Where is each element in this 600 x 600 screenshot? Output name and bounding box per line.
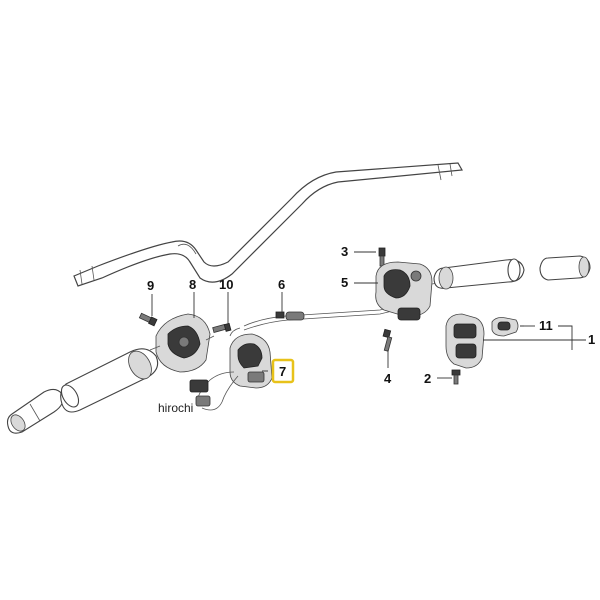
screw-3 xyxy=(378,247,386,267)
left-bar-end-weight xyxy=(6,388,64,434)
screw-10 xyxy=(212,322,232,333)
throttle-cable xyxy=(229,297,431,337)
callout-4: 4 xyxy=(384,371,392,386)
watermark-text: hirochi xyxy=(158,401,193,415)
callout-6: 6 xyxy=(278,277,285,292)
screw-9 xyxy=(138,312,158,327)
screw-2 xyxy=(451,369,461,385)
right-grip xyxy=(433,258,525,290)
button-11 xyxy=(491,317,519,337)
right-switch-housing xyxy=(375,261,445,321)
left-switch-cover xyxy=(229,333,273,389)
callout-5: 5 xyxy=(341,275,348,290)
callout-11: 11 xyxy=(539,318,553,333)
callout-8: 8 xyxy=(189,277,196,292)
callout-1: 1 xyxy=(588,332,595,347)
screw-4 xyxy=(382,328,393,352)
callout-10: 10 xyxy=(219,277,233,292)
left-switch-housing xyxy=(149,313,215,373)
left-grip xyxy=(60,348,159,413)
highlight-box xyxy=(271,358,295,384)
callout-7: 7 xyxy=(279,364,286,379)
right-switch-cover xyxy=(445,313,485,369)
callout-2: 2 xyxy=(424,371,431,386)
right-bar-end-weight xyxy=(539,255,591,281)
leader-lines xyxy=(151,251,586,379)
callout-9: 9 xyxy=(147,278,154,293)
cable-harness xyxy=(189,371,239,411)
callout-3: 3 xyxy=(341,244,348,259)
handlebar xyxy=(73,162,463,287)
